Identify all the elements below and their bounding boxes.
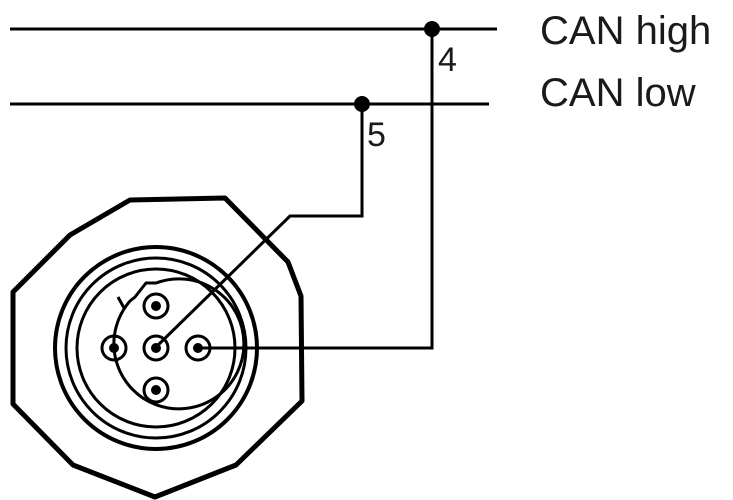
connector-inner-ring bbox=[75, 267, 237, 429]
coding-key-mark bbox=[116, 296, 126, 309]
can-high-wire bbox=[198, 29, 434, 350]
pin-socket-top bbox=[142, 292, 170, 320]
can-low-wire bbox=[153, 104, 364, 350]
pin-socket-center bbox=[142, 334, 170, 362]
can-high-label: CAN high bbox=[540, 9, 711, 53]
pin-socket-bottom bbox=[142, 376, 170, 404]
pin-number-4: 4 bbox=[438, 41, 457, 79]
pin-number-5: 5 bbox=[367, 116, 386, 154]
pin-socket-right bbox=[184, 334, 212, 362]
connector-outer-ring bbox=[53, 245, 259, 451]
connector-insert-face bbox=[112, 277, 246, 411]
connector-middle-ring bbox=[64, 256, 248, 440]
can-low-label: CAN low bbox=[540, 71, 696, 115]
pin-socket-left bbox=[100, 334, 128, 362]
connector-housing-octagon bbox=[10, 195, 305, 500]
